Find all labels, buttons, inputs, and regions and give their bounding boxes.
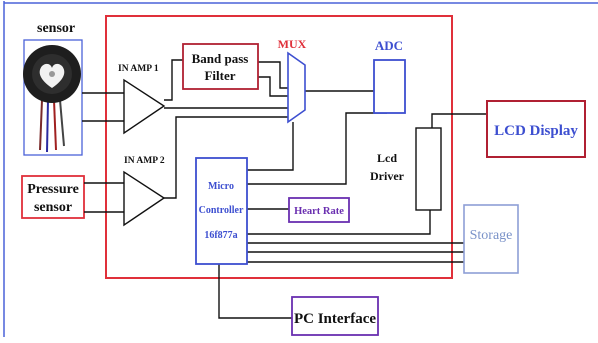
mux-block <box>287 51 306 124</box>
pc-interface-label: PC Interface <box>294 311 376 327</box>
lcd-driver-label-line1: Lcd <box>377 151 397 165</box>
lcd-driver-box <box>415 127 442 211</box>
microcontroller-box <box>195 157 248 265</box>
connections <box>82 59 487 319</box>
band-pass-filter-box <box>182 43 259 90</box>
in-amp-1-label: IN AMP 1 <box>118 64 159 74</box>
lcd-display-label: LCD Display <box>494 123 578 139</box>
in-amp-2 <box>123 170 166 227</box>
storage-box <box>463 204 519 274</box>
storage-label: Storage <box>470 228 513 243</box>
adc-box <box>373 59 406 114</box>
heart-rate-label: Heart Rate <box>294 206 344 217</box>
microcontroller-label-line3: 16f877a <box>204 230 237 241</box>
in-amp-1 <box>123 78 166 135</box>
band-pass-filter-label-line1: Band pass <box>192 51 249 66</box>
pc-interface-box <box>291 296 379 336</box>
pressure-sensor-label-line2: sensor <box>34 200 72 215</box>
lcd-display-box <box>486 100 586 158</box>
pressure-sensor-label-line1: Pressure <box>27 182 79 197</box>
heart-rate-box <box>288 197 350 223</box>
band-pass-filter-label-line2: Filter <box>204 68 235 83</box>
microcontroller-label-line1: Micro <box>208 181 234 192</box>
lcd-driver-label-line2: Driver <box>370 169 405 183</box>
microcontroller-label-line2: Controller <box>199 205 244 216</box>
pressure-sensor-box <box>21 175 85 219</box>
in-amp-2-label: IN AMP 2 <box>124 156 165 166</box>
heart-sensor-icon <box>23 45 81 153</box>
sensor-label: sensor <box>37 21 75 36</box>
mux-label: MUX <box>278 37 307 51</box>
system-boundary <box>105 15 453 279</box>
adc-label: ADC <box>375 38 403 53</box>
